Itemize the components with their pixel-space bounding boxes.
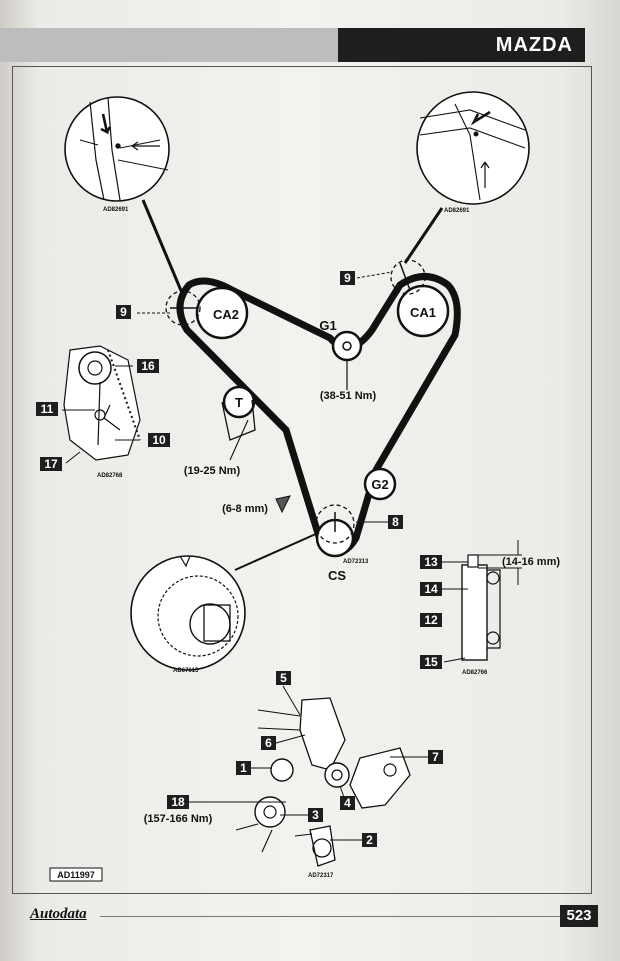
inset-ca1-timing-mark: [416, 91, 530, 205]
deflection-arrow: [275, 495, 291, 514]
figure-code: AD11997: [57, 870, 95, 880]
timing-mark: [399, 262, 411, 291]
leader-line: [234, 532, 319, 571]
publisher-logo: Autodata: [30, 906, 87, 922]
svg-text:9: 9: [344, 271, 351, 285]
brand-title: MAZDA: [338, 28, 585, 62]
svg-text:5: 5: [280, 671, 287, 685]
exploded-components: [235, 697, 411, 867]
svg-text:17: 17: [44, 457, 58, 471]
svg-text:18: 18: [171, 795, 185, 809]
callout-13: 13: [420, 555, 442, 569]
timing-mark-circle: [315, 504, 355, 544]
torque-g1: (38-51 Nm): [320, 390, 377, 402]
torque-crankshaft-nut: (157-166 Nm): [144, 813, 213, 825]
callout-7: 7: [428, 750, 443, 764]
pulley-label-t: T: [235, 395, 243, 410]
pulley-tensioner: [222, 385, 256, 419]
svg-text:11: 11: [41, 402, 54, 416]
svg-text:1: 1: [240, 761, 247, 775]
callout-6: 6: [261, 736, 276, 750]
callout-11: 11: [36, 402, 58, 416]
callout-5: 5: [276, 671, 291, 685]
diagram-frame: [12, 66, 592, 894]
pulley-ca2: [195, 286, 249, 340]
inset-code: AD82691: [444, 208, 470, 214]
svg-text:16: 16: [141, 359, 155, 373]
pulley-g2: [363, 467, 397, 501]
svg-text:6: 6: [265, 736, 272, 750]
svg-text:10: 10: [152, 433, 166, 447]
page-number: 523: [560, 905, 598, 927]
pulley-label-cs: CS: [328, 568, 346, 583]
callout-3: 3: [308, 808, 323, 822]
inset-crankshaft-sprocket: [130, 555, 246, 671]
pulley-label-ca2: CA2: [213, 307, 239, 322]
pulley-label-g2: G2: [371, 477, 388, 492]
callout-10: 10: [148, 433, 170, 447]
svg-text:4: 4: [344, 796, 351, 810]
callout-9-left: 9: [116, 305, 131, 319]
svg-text:7: 7: [432, 750, 439, 764]
svg-text:15: 15: [424, 655, 438, 669]
measurement-tensioner-rod: (14-16 mm): [502, 556, 560, 568]
pulley-g1-hub: [342, 341, 352, 351]
inset-ca2-timing-mark: [64, 96, 170, 202]
measurement-deflection: (6-8 mm): [222, 503, 268, 515]
svg-text:8: 8: [392, 515, 399, 529]
timing-belt: [176, 273, 461, 556]
svg-text:9: 9: [120, 305, 127, 319]
leader-line: [141, 199, 184, 294]
inset-code: AD82768: [97, 473, 123, 479]
tensioner-arm: [221, 399, 256, 441]
inset-tensioner-assembly: [63, 345, 141, 461]
callout-leader: [275, 734, 306, 744]
timing-mark-circle: [165, 290, 201, 326]
figure-code-box: AD11997: [49, 867, 103, 882]
callout-leader: [443, 657, 466, 663]
inset-code: AD82766: [462, 670, 488, 676]
callout-leader: [65, 451, 81, 464]
callout-15: 15: [420, 655, 442, 669]
pulley-label-g1: G1: [319, 318, 336, 333]
components-code: AD72317: [308, 873, 334, 879]
inset-code: AD67615: [173, 668, 199, 674]
svg-text:3: 3: [312, 808, 319, 822]
callout-8: 8: [388, 515, 403, 529]
tensioner-rod: [461, 554, 501, 661]
svg-text:14: 14: [424, 582, 438, 596]
torque-leader: [229, 419, 249, 461]
svg-text:12: 12: [424, 613, 438, 627]
callout-12: 12: [420, 613, 442, 627]
callout-leader: [282, 685, 301, 716]
callout-4: 4: [340, 796, 355, 810]
callout-1: 1: [236, 761, 251, 775]
callout-9-right: 9: [340, 271, 355, 285]
leader-line: [403, 207, 444, 264]
callout-leader: [356, 271, 393, 279]
footer-rule: [100, 916, 560, 917]
torque-tensioner: (19-25 Nm): [184, 465, 241, 477]
pulley-g1: [331, 330, 363, 362]
belt-drive-code: AD72313: [343, 559, 369, 565]
callout-16: 16: [137, 359, 159, 373]
svg-text:13: 13: [424, 555, 438, 569]
svg-text:2: 2: [366, 833, 373, 847]
callout-18: 18: [167, 795, 189, 809]
callout-17: 17: [40, 457, 62, 471]
timing-mark-circle: [390, 259, 426, 295]
pulley-label-ca1: CA1: [410, 305, 436, 320]
callout-14: 14: [420, 582, 442, 596]
callout-2: 2: [362, 833, 377, 847]
inset-code: AD82691: [103, 207, 129, 213]
